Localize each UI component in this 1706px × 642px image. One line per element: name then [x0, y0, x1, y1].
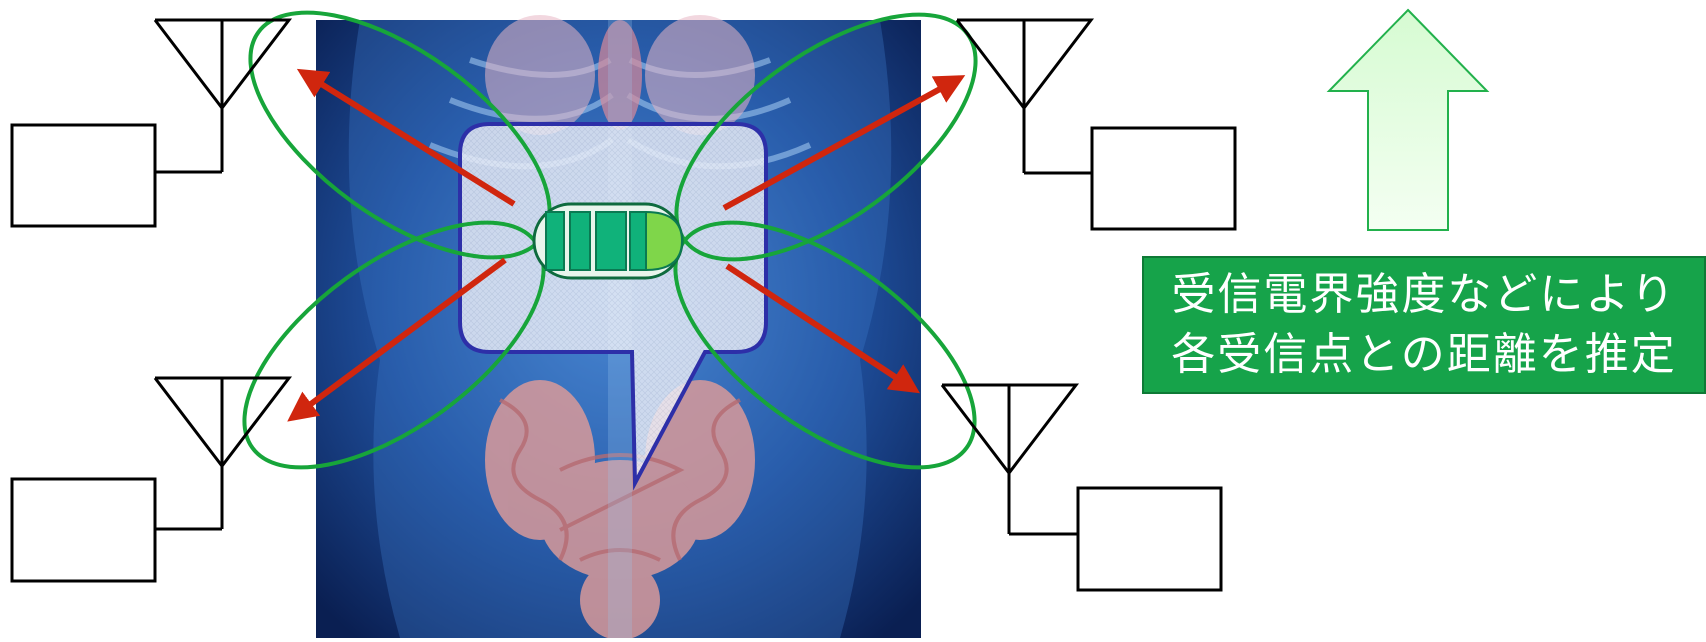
- receiver-box: [1078, 488, 1221, 590]
- receiver-box: [12, 125, 155, 226]
- capsule-endoscope-icon: [534, 204, 682, 278]
- receiver-upper-right: [957, 20, 1235, 229]
- caption-line-1: 受信電界強度などにより: [1171, 266, 1676, 324]
- receiver-box: [1092, 128, 1235, 229]
- antenna-icon: [957, 20, 1091, 173]
- receiver-lower-right: [942, 385, 1221, 590]
- caption-line-2: 各受信点との距離を推定: [1171, 326, 1677, 384]
- antenna-icon: [942, 385, 1076, 534]
- receiver-box: [12, 479, 155, 581]
- estimation-caption-box: 受信電界強度などにより 各受信点との距離を推定: [1142, 256, 1706, 394]
- antenna-icon: [155, 378, 289, 529]
- up-arrow-icon: [1329, 10, 1487, 230]
- antenna-icon: [155, 20, 289, 172]
- receiver-upper-left: [12, 20, 289, 226]
